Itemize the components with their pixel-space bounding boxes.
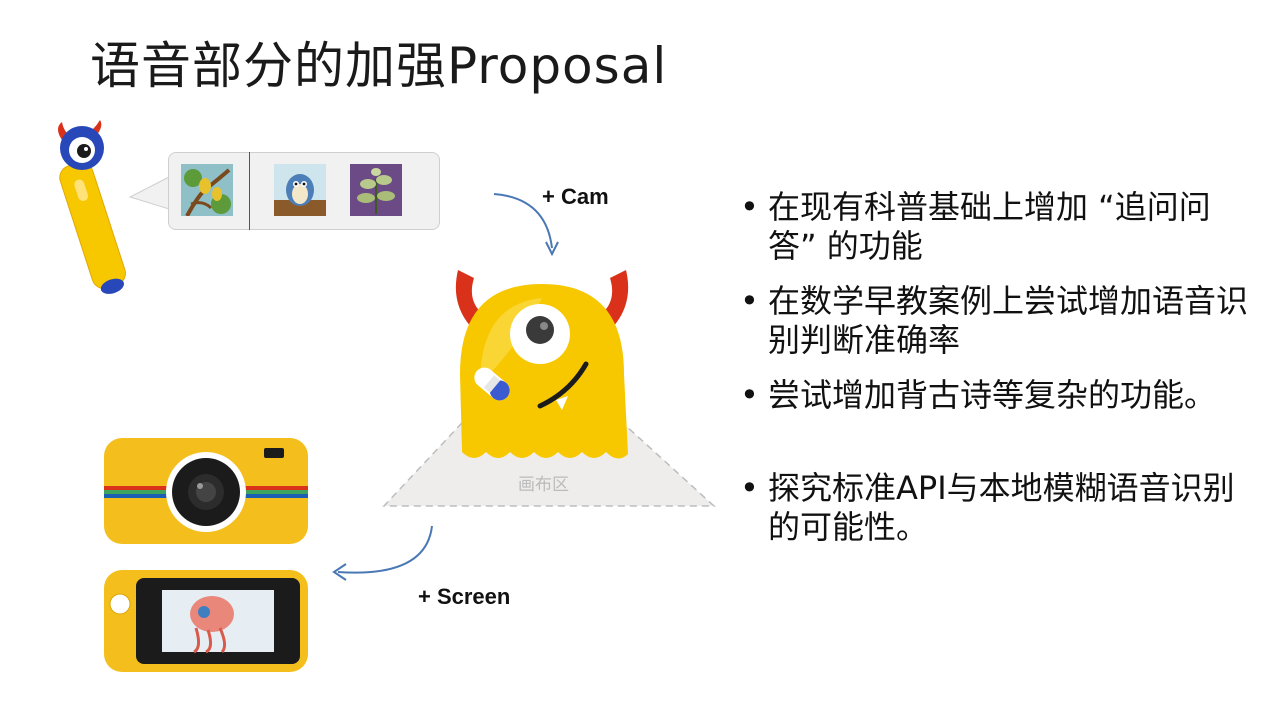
slide-title: 语音部分的加强Proposal (90, 37, 668, 95)
screen-arrow-icon (332, 525, 433, 581)
bullet-item: 在现有科普基础上增加 “追问问答” 的功能 (738, 188, 1258, 266)
bullet-item: 尝试增加背古诗等复杂的功能。 (738, 376, 1258, 415)
canvas-area-label: 画布区 (518, 475, 569, 495)
canvas-area (382, 270, 716, 507)
bubble-tail (128, 175, 172, 215)
bullet-item: 探究标准API与本地模糊语音识别的可能性。 (738, 469, 1258, 547)
screen-label: + Screen (418, 584, 511, 609)
tree-bird-thumbnail (181, 164, 233, 216)
reader-pen-illustration (58, 120, 126, 294)
monster-mascot (455, 270, 629, 459)
bubble-divider (249, 152, 250, 230)
screen-device-illustration (104, 570, 308, 672)
cam-label: + Cam (542, 184, 609, 209)
plant-thumbnail (350, 164, 402, 216)
cam-arrow-icon (493, 193, 559, 257)
penguin-thumbnail (274, 164, 326, 216)
bullet-item: 在数学早教案例上尝试增加语音识别判断准确率 (738, 282, 1258, 360)
camera-device-illustration (104, 438, 308, 544)
bullet-list: 在现有科普基础上增加 “追问问答” 的功能 在数学早教案例上尝试增加语音识别判断… (738, 188, 1258, 563)
